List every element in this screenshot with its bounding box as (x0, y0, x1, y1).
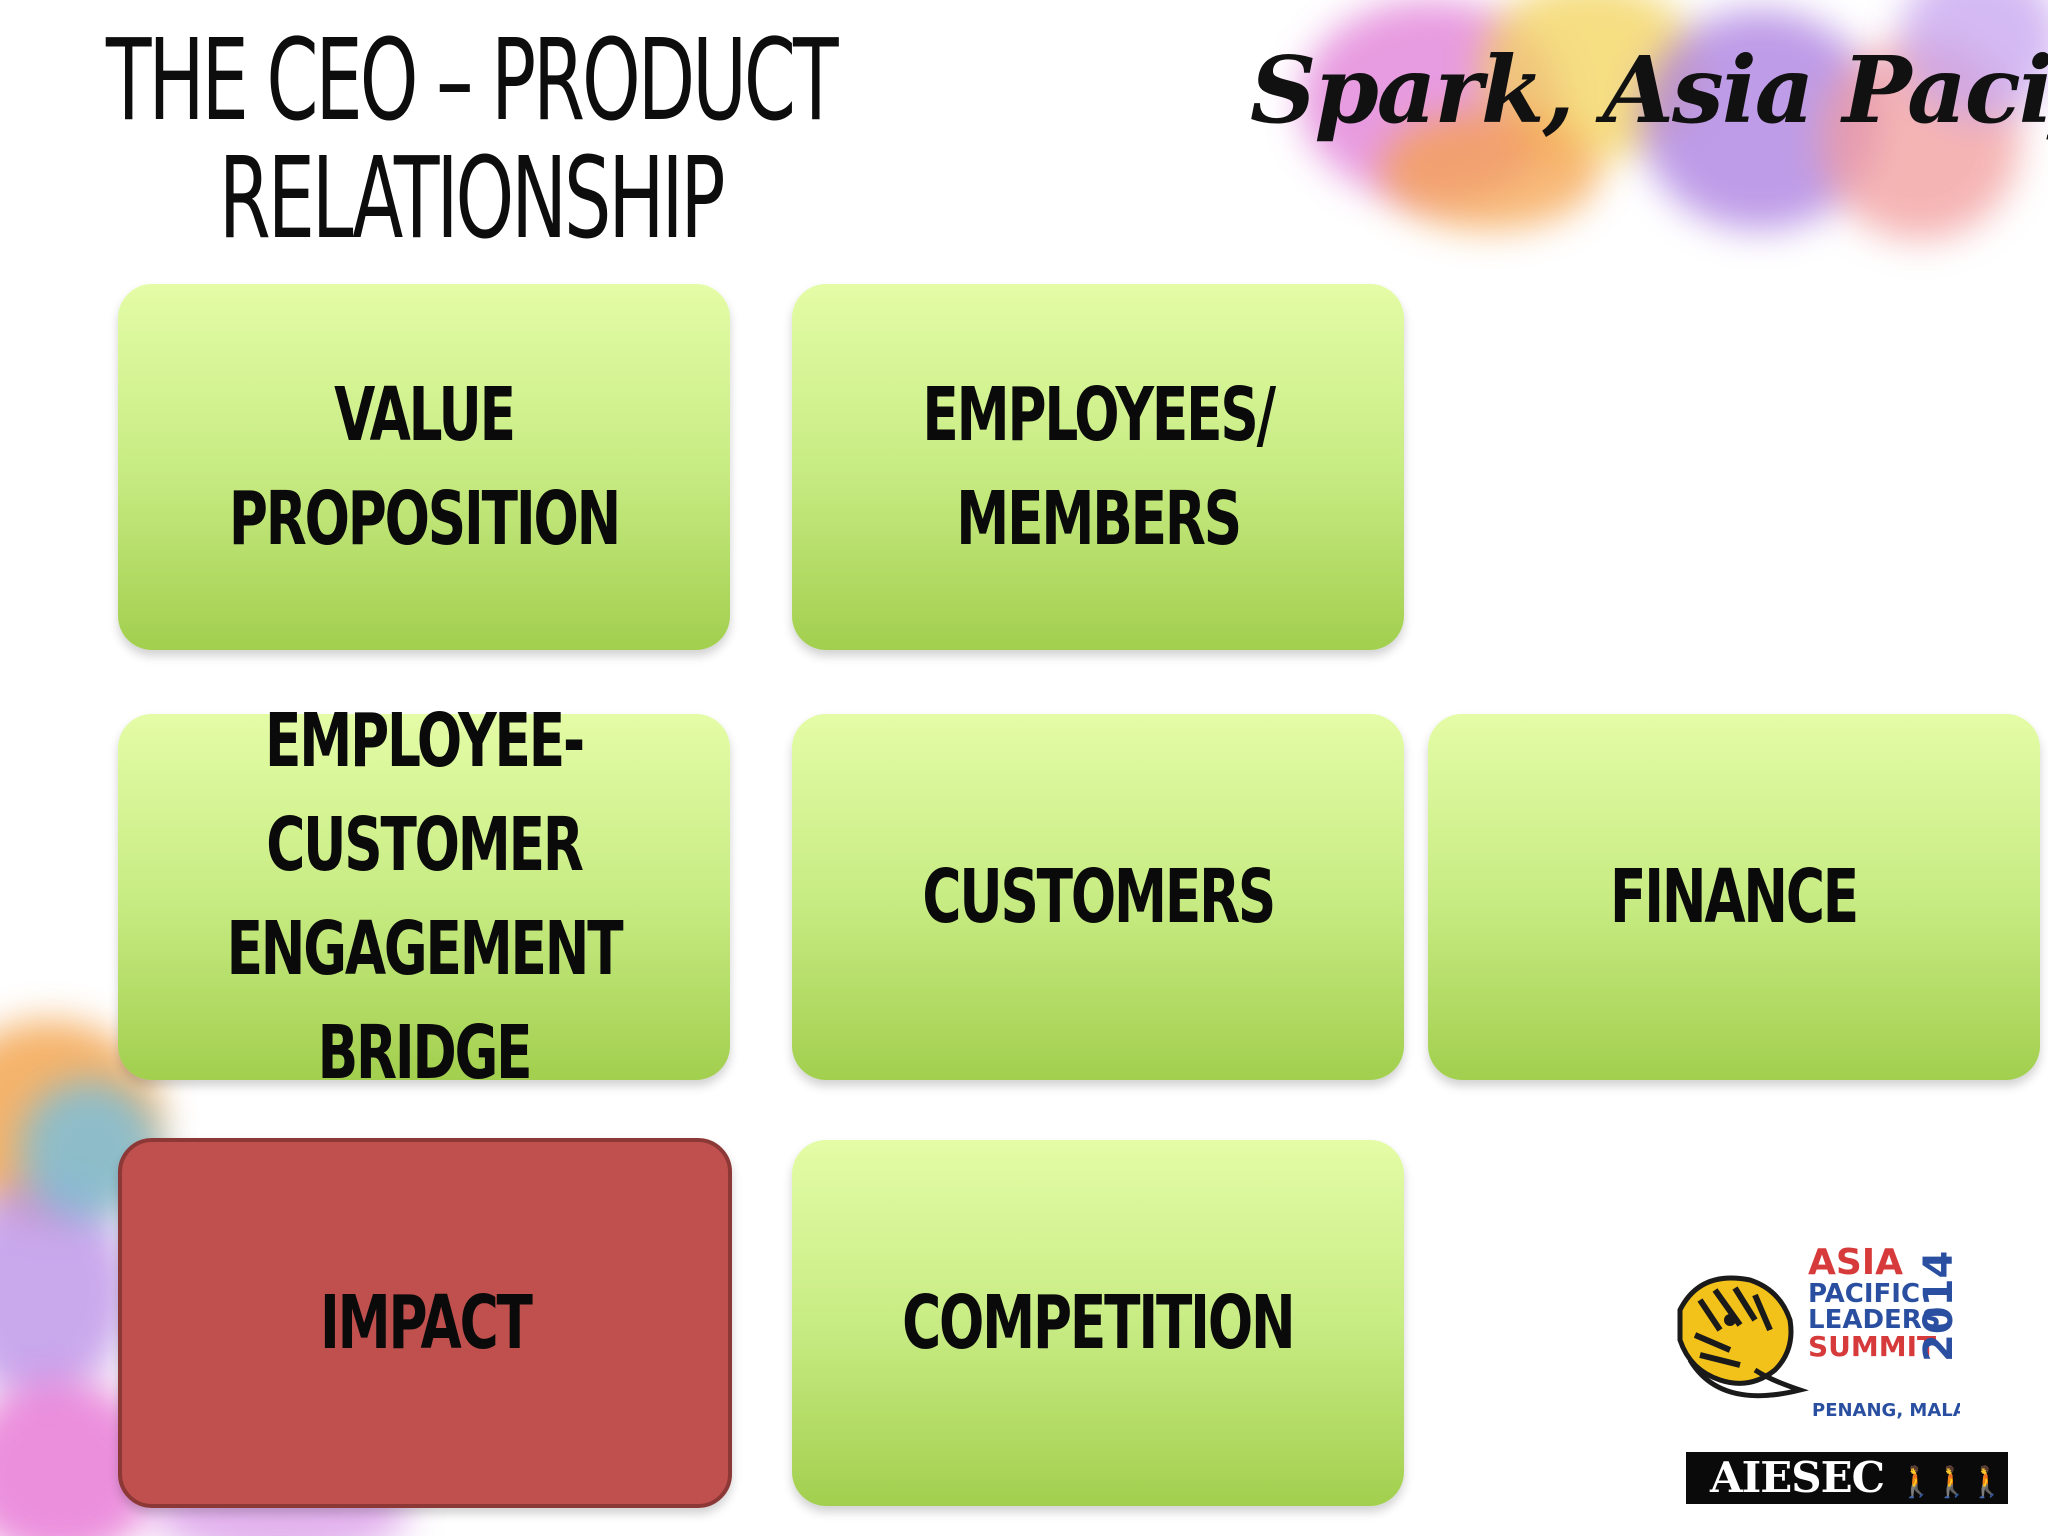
box-label: CUSTOMERS (922, 854, 1276, 940)
box-label: EMPLOYEE- CUSTOMER ENGAGEMENT BRIDGE (226, 698, 624, 1096)
summit-logo: ASIA PACIFIC LEADERS SUMMIT 2014 PENANG,… (1660, 1240, 2012, 1430)
box-competition: COMPETITION (792, 1140, 1404, 1506)
people-figures-icon: 🚶🚶🚶 (1897, 1465, 2006, 1500)
logo-summit: SUMMIT (1808, 1330, 1936, 1363)
box-label: COMPETITION (902, 1280, 1295, 1366)
box-label: VALUE PROPOSITION (228, 372, 621, 562)
logo-leaders: LEADERS (1808, 1305, 1941, 1335)
box-employees-members: EMPLOYEES/ MEMBERS (792, 284, 1404, 650)
slide-title-line-1: THE CEO – PRODUCT (105, 16, 839, 146)
slide-title-line-2: RELATIONSHIP (218, 134, 726, 264)
logo-asia: ASIA (1808, 1242, 1903, 1283)
box-value-proposition: VALUE PROPOSITION (118, 284, 730, 650)
aiesec-logo-text: AIESEC (1710, 1453, 1885, 1502)
paint-splash-decoration (1380, 110, 1600, 230)
aiesec-logo: AIESEC 🚶🚶🚶 (1686, 1452, 2008, 1504)
logo-location: PENANG, MALAYSIA (1812, 1400, 1960, 1421)
logo-pacific: PACIFIC (1808, 1279, 1920, 1309)
box-customers: CUSTOMERS (792, 714, 1404, 1080)
box-impact: IMPACT (118, 1138, 732, 1508)
box-label: IMPACT (319, 1280, 533, 1366)
tagline: Spark, Asia Pacific! (1250, 36, 2048, 144)
box-employee-customer-engagement-bridge: EMPLOYEE- CUSTOMER ENGAGEMENT BRIDGE (118, 698, 730, 1096)
box-label: FINANCE (1610, 854, 1859, 940)
tiger-logo-icon: ASIA PACIFIC LEADERS SUMMIT 2014 PENANG,… (1677, 1242, 2012, 1421)
logo-year: 2014 (1916, 1251, 1960, 1362)
box-label: EMPLOYEES/ MEMBERS (922, 372, 1276, 562)
box-finance: FINANCE (1428, 714, 2040, 1080)
slide-title: THE CEO – PRODUCT RELATIONSHIP (60, 22, 839, 258)
